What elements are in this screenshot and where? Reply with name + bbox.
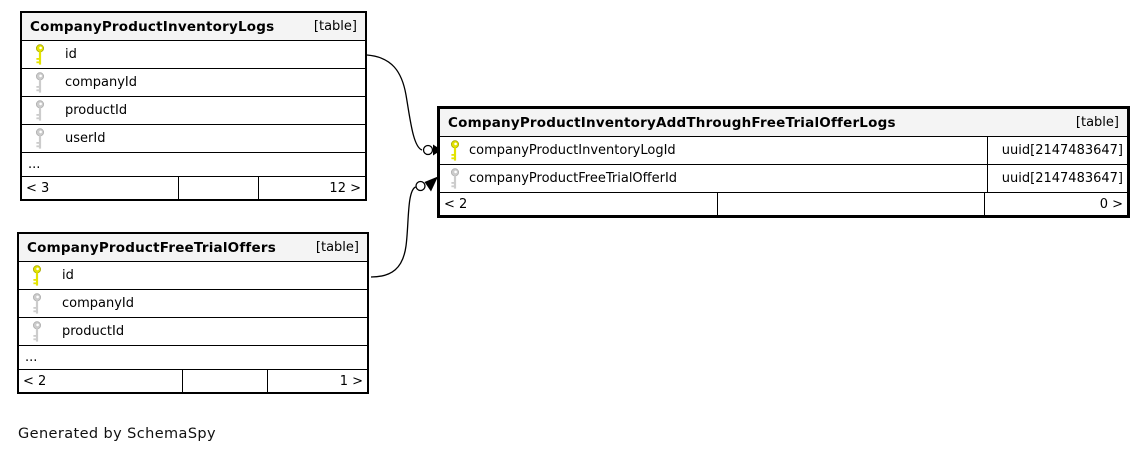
table-name[interactable]: CompanyProductFreeTrialOffers [27, 239, 276, 256]
primary-key-icon [451, 140, 459, 161]
table-type-label: [table] [1075, 115, 1119, 130]
parent-count: < 3 [22, 177, 179, 199]
table-company-product-inventory-add-through-free-trial-offer-logs: CompanyProductInventoryAddThroughFreeTri… [437, 106, 1130, 218]
column-name: companyId [62, 296, 135, 311]
column-row: userId [22, 125, 365, 153]
table-header: CompanyProductInventoryAddThroughFreeTri… [440, 109, 1127, 137]
parent-count: < 2 [19, 370, 183, 392]
footer-spacer [179, 177, 259, 199]
relationship-curve-inventory-log [366, 54, 423, 151]
child-count: 1 > [339, 373, 363, 389]
primary-key-icon [33, 265, 41, 286]
more-columns-ellipsis: ... [19, 346, 367, 370]
table-name[interactable]: CompanyProductInventoryLogs [30, 18, 275, 35]
cardinality-circle-icon [415, 180, 426, 192]
column-name: productId [65, 103, 128, 118]
column-name: companyId [65, 75, 138, 90]
foreign-key-icon [451, 168, 459, 189]
column-row: companyId [22, 69, 365, 97]
table-type-label: [table] [315, 240, 359, 255]
foreign-key-icon [33, 321, 41, 342]
arrowhead-icon [424, 176, 438, 192]
column-row: companyProductFreeTrialOfferId uuid[2147… [440, 165, 1127, 193]
table-type-label: [table] [313, 19, 357, 34]
table-header: CompanyProductFreeTrialOffers [table] [19, 234, 367, 262]
more-columns-ellipsis: ... [22, 153, 365, 177]
table-name[interactable]: CompanyProductInventoryAddThroughFreeTri… [448, 114, 896, 131]
column-type: uuid[2147483647] [987, 165, 1127, 192]
column-row: companyProductInventoryLogId uuid[214748… [440, 137, 1127, 165]
column-name: id [65, 47, 77, 62]
column-name: id [62, 268, 74, 283]
column-row: companyId [19, 290, 367, 318]
table-company-product-inventory-logs: CompanyProductInventoryLogs [table] id c… [20, 11, 367, 201]
primary-key-icon [36, 44, 44, 65]
foreign-key-icon [36, 100, 44, 121]
child-count: 0 > [1099, 196, 1123, 212]
column-name: productId [62, 324, 125, 339]
table-footer: < 2 1 > [19, 370, 367, 392]
table-header: CompanyProductInventoryLogs [table] [22, 13, 365, 41]
column-name: companyProductInventoryLogId [469, 143, 676, 158]
foreign-key-icon [33, 293, 41, 314]
column-name: userId [65, 131, 106, 146]
column-row: productId [19, 318, 367, 346]
foreign-key-icon [36, 128, 44, 149]
table-footer: < 3 12 > [22, 177, 365, 199]
column-row: id [19, 262, 367, 290]
column-row: id [22, 41, 365, 69]
child-count: 12 > [329, 180, 361, 196]
table-footer: < 2 0 > [440, 193, 1127, 215]
column-type: uuid[2147483647] [987, 137, 1127, 164]
generated-by-note: Generated by SchemaSpy [18, 426, 217, 442]
relationship-curve-free-trial-offer [370, 186, 416, 278]
parent-count: < 2 [440, 193, 718, 215]
column-row: productId [22, 97, 365, 125]
foreign-key-icon [36, 72, 44, 93]
footer-spacer [183, 370, 268, 392]
cardinality-circle-icon [422, 144, 434, 156]
footer-spacer [718, 193, 985, 215]
table-company-product-free-trial-offers: CompanyProductFreeTrialOffers [table] id… [17, 232, 369, 394]
column-name: companyProductFreeTrialOfferId [469, 171, 678, 186]
